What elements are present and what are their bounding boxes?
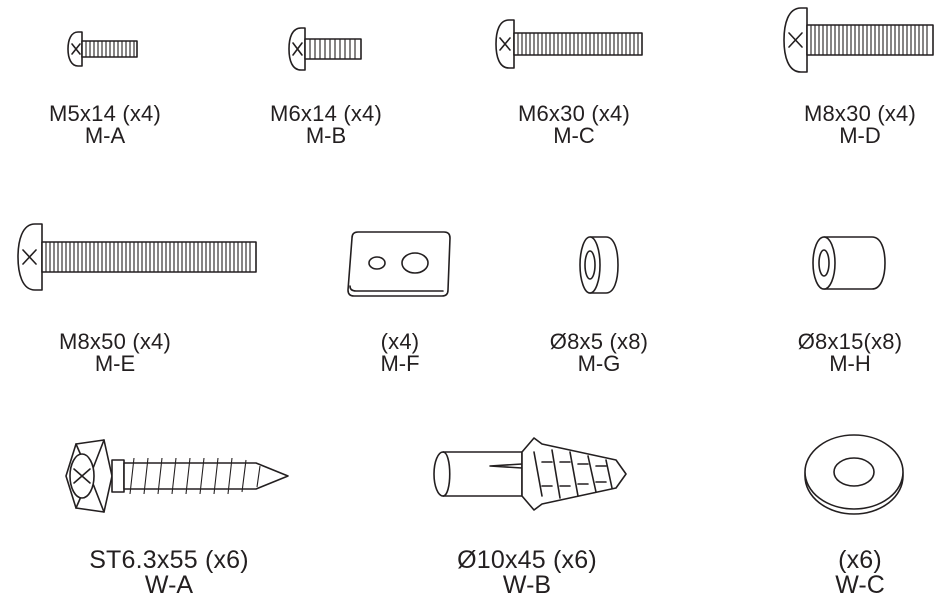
part-size-label: ST6.3x55 (x6) [89,546,249,574]
part-code-label: M-A [84,123,126,148]
screw-icon [17,223,257,291]
part-code-label: M-H [829,351,871,376]
screw-icon [495,19,643,69]
screw-icon [67,31,138,67]
screw-icon [783,7,934,73]
part-code-label: W-C [835,571,885,599]
part-code-label: M-D [839,123,881,148]
spacer-icon [579,236,619,294]
part-code-label: W-B [502,571,552,599]
part-code-label: M-G [577,351,621,376]
part-code-label: M-E [94,351,136,376]
part-code-label: M-C [553,123,595,148]
screw-icon [288,27,362,71]
part-size-label: (x6) [838,546,882,574]
part-size-label: M8x50 (x4) [58,329,172,354]
part-code-label: M-B [305,123,347,148]
part-code-label: W-A [144,571,194,599]
part-size-label: Ø10x45 (x6) [457,546,597,574]
part-code-label: M-F [380,351,420,376]
part-size-label: Ø8x5 (x8) [549,329,649,354]
plate-icon [347,231,451,297]
lag-bolt-icon [65,439,289,513]
part-size-label: M5x14 (x4) [48,101,162,126]
part-size-label: Ø8x15(x8) [797,329,903,354]
wall-anchor-icon [433,437,627,511]
part-size-label: M8x30 (x4) [803,101,917,126]
spacer-icon [812,236,886,290]
part-size-label: M6x14 (x4) [269,101,383,126]
washer-icon [804,434,904,515]
part-size-label: M6x30 (x4) [517,101,631,126]
part-size-label: (x4) [380,329,420,354]
